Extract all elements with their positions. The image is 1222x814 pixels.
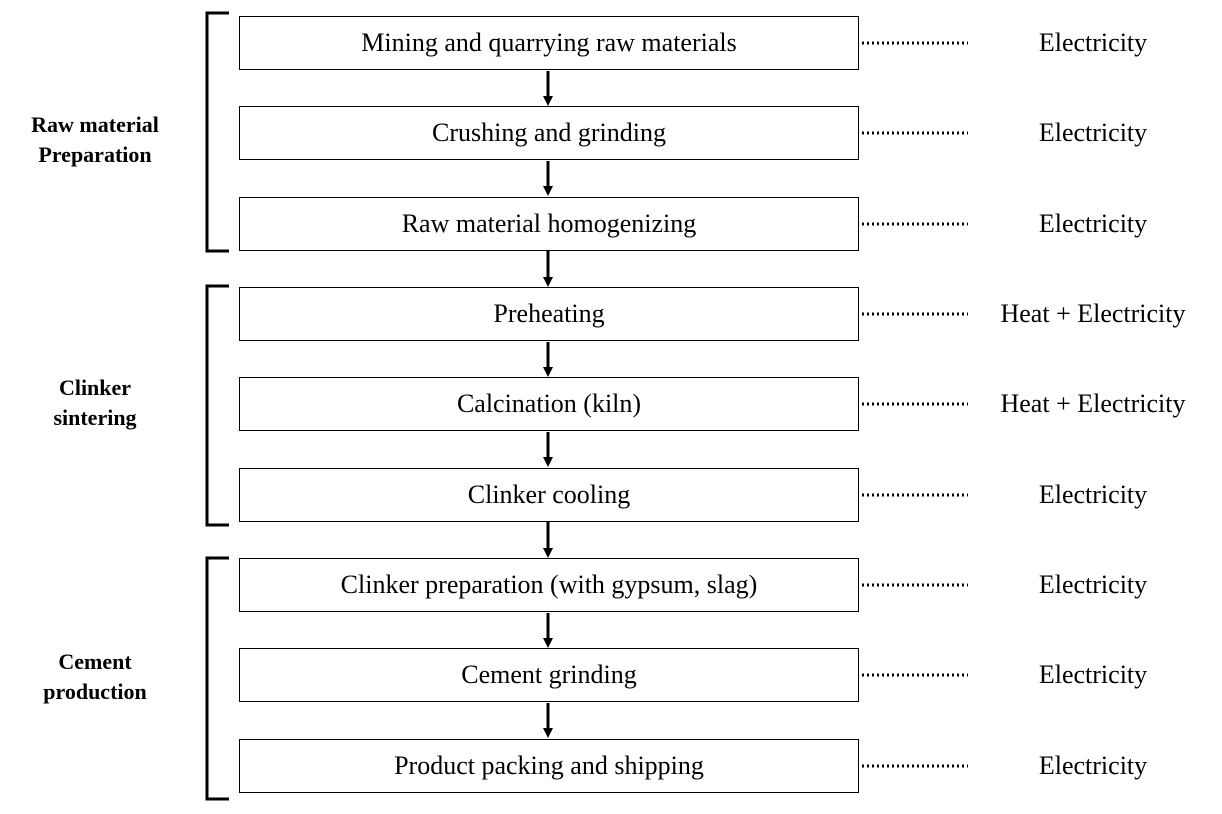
energy-label: Electricity — [1038, 209, 1148, 238]
group-bracket-raw-material — [205, 11, 229, 253]
energy-label: Electricity — [1038, 480, 1148, 509]
group-label-line: production — [43, 679, 147, 704]
process-step-cement-grinding: Cement grinding — [239, 648, 859, 702]
group-label-cement-production: Cement production — [0, 647, 190, 707]
energy-label: Electricity — [1038, 118, 1148, 147]
group-label-clinker-sintering: Clinker sintering — [0, 373, 190, 433]
energy-label: Heat + Electricity — [1000, 299, 1186, 328]
group-bracket-clinker-sintering — [205, 284, 229, 527]
group-label-line: Cement — [58, 649, 132, 674]
group-label-raw-material: Raw material Preparation — [0, 110, 190, 170]
group-label-line: Preparation — [38, 142, 152, 167]
group-label-line: Clinker — [58, 375, 132, 400]
energy-label: Heat + Electricity — [1000, 389, 1186, 418]
process-step-preheating: Preheating — [239, 287, 859, 341]
process-step-clinker-preparation: Clinker preparation (with gypsum, slag) — [239, 558, 859, 612]
process-step-mining: Mining and quarrying raw materials — [239, 16, 859, 70]
energy-label: Electricity — [1038, 570, 1148, 599]
energy-label: Electricity — [1038, 28, 1148, 57]
energy-label: Electricity — [1038, 660, 1148, 689]
energy-label: Electricity — [1038, 751, 1148, 780]
process-step-crushing: Crushing and grinding — [239, 106, 859, 160]
group-bracket-cement-production — [205, 556, 229, 801]
process-step-homogenizing: Raw material homogenizing — [239, 197, 859, 251]
process-step-clinker-cooling: Clinker cooling — [239, 468, 859, 522]
process-step-calcination: Calcination (kiln) — [239, 377, 859, 431]
group-label-line: sintering — [53, 405, 137, 430]
process-step-packing-shipping: Product packing and shipping — [239, 739, 859, 793]
group-label-line: Raw material — [31, 112, 159, 137]
